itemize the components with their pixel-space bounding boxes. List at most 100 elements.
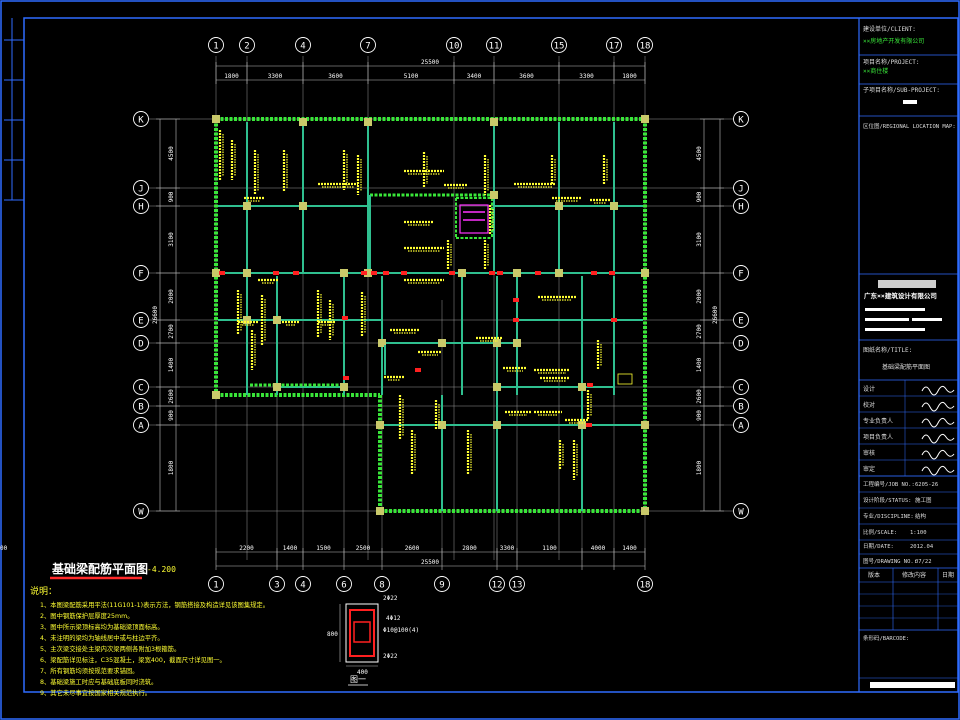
note-item: 6、梁配筋详见标注，C35混凝土，梁宽400，截面尺寸详见图一。 (40, 655, 226, 664)
dim-bottom: 1500 (316, 545, 331, 552)
dim-left: 2600 (168, 389, 175, 404)
axis-bubble-bottom: 1 (213, 581, 218, 591)
dim-top: 3400 (467, 73, 482, 80)
axis-bubble-left: A (138, 422, 144, 432)
dim-left-total: 26600 (152, 306, 159, 324)
column (555, 269, 563, 277)
column-marker-red (449, 271, 455, 275)
dim-left: 3100 (168, 232, 175, 247)
axis-bubble-left: B (138, 403, 143, 413)
dim-top: 5100 (404, 73, 419, 80)
dim-bottom: 2200 (0, 545, 8, 552)
column (578, 383, 586, 391)
column (340, 383, 348, 391)
axis-bubble-top-circle (606, 37, 622, 53)
column (243, 269, 251, 277)
tb-rev-header-date: 日期 (942, 571, 954, 579)
dim-top: 3600 (328, 73, 343, 80)
signature-mark (921, 401, 955, 412)
beam-tag (617, 373, 633, 385)
column-marker-red (497, 271, 503, 275)
axis-bubble-right: A (738, 422, 744, 432)
section-width: 400 (357, 669, 368, 676)
axis-bubble-right: C (738, 384, 743, 394)
axis-bubble-bottom-circle (489, 576, 505, 592)
column (578, 421, 586, 429)
axis-bubble-left-circle (133, 180, 149, 196)
column (212, 115, 220, 123)
tb-status-value: 施工图 (915, 496, 932, 504)
column-marker-red (609, 271, 615, 275)
column (212, 391, 220, 399)
column (273, 383, 281, 391)
axis-bubble-bottom-circle (374, 576, 390, 592)
axis-bubble-right: K (738, 116, 744, 126)
axis-bubble-bottom: 4 (300, 581, 305, 591)
axis-bubble-bottom: 18 (640, 581, 651, 591)
column-marker-red (535, 271, 541, 275)
column-marker-red (587, 383, 593, 387)
axis-bubble-left: C (138, 384, 143, 394)
axis-bubble-left: H (138, 203, 143, 213)
tb-role-label: 专业负责人 (863, 417, 893, 425)
axis-bubble-right-circle (733, 198, 749, 214)
note-item: 5、主次梁交接处主梁内次梁两侧各附加3根箍筋。 (40, 644, 180, 653)
axis-bubble-top: 11 (489, 42, 500, 52)
note-item: 9、其它未尽事宜按国家相关规范执行。 (40, 688, 151, 697)
column (340, 269, 348, 277)
column (610, 202, 618, 210)
tb-date-label: 日期/DATE: (863, 543, 894, 550)
note-item: 1、本图梁配筋采用平法(11G101-1)表示方法，钢筋搭接及构造详见该图集规定… (40, 600, 269, 609)
column-marker-red (513, 318, 519, 322)
stair-opening (459, 204, 489, 234)
axis-bubble-bottom: 6 (341, 581, 346, 591)
dim-right: 2000 (696, 289, 703, 304)
axis-bubble-right: W (738, 508, 744, 518)
column (641, 507, 649, 515)
tb-role-label: 设计 (863, 385, 875, 393)
tb-project-label: 项目名称/PROJECT: (863, 58, 920, 66)
title-block: 建设单位/CLIENT: ××房地产开发有限公司 项目名称/PROJECT: ×… (859, 25, 958, 688)
column (438, 421, 446, 429)
tb-location-label: 区位图/REGIONAL LOCATION MAP: (863, 122, 956, 130)
axis-bubble-left: E (138, 317, 143, 327)
signature-mark (921, 385, 955, 396)
axis-bubble-right-circle (733, 379, 749, 395)
axis-bubble-left-circle (133, 265, 149, 281)
column (493, 383, 501, 391)
tb-role-label: 校对 (863, 401, 875, 409)
column-marker-red (219, 271, 225, 275)
note-item: 7、所有钢筋均须按规范要求锚固。 (40, 666, 138, 675)
column (212, 269, 220, 277)
column (513, 339, 521, 347)
axis-bubble-top: 7 (365, 42, 370, 52)
beam-section-detail: 800 400 2Φ22 4Φ12 Φ10@100(4) 2Φ22 图一 (327, 595, 419, 686)
dim-top: 1800 (224, 73, 239, 80)
dim-left: 2700 (168, 324, 175, 339)
axis-bubble-top: 4 (300, 42, 305, 52)
column-marker-red (342, 316, 348, 320)
axis-bubble-top-circle (208, 37, 224, 53)
axis-bubble-bottom-circle (208, 576, 224, 592)
tb-role-label: 审核 (863, 449, 875, 457)
column (243, 202, 251, 210)
column (376, 507, 384, 515)
beam-annotations (218, 130, 633, 480)
signature-mark (921, 465, 955, 476)
left-binding-strip (4, 18, 24, 201)
foundation-beam-walls (214, 117, 647, 513)
axis-bubble-right-circle (733, 180, 749, 196)
section-side-bar: 4Φ12 (386, 615, 401, 622)
axis-bubble-top-circle (486, 37, 502, 53)
tb-rev-header-version: 版本 (868, 571, 880, 579)
axis-bubble-left: J (138, 185, 143, 195)
dim-right: 4500 (696, 146, 703, 161)
axis-bubble-left-circle (133, 312, 149, 328)
axis-bubble-left-circle (133, 335, 149, 351)
axis-bubble-right: B (738, 403, 743, 413)
axis-bubble-right-circle (733, 312, 749, 328)
design-notes: 说明： 1、本图梁配筋采用平法(11G101-1)表示方法，钢筋搭接及构造详见该… (30, 585, 269, 697)
drawing-title: 基础梁配筋平面图 (51, 561, 148, 576)
